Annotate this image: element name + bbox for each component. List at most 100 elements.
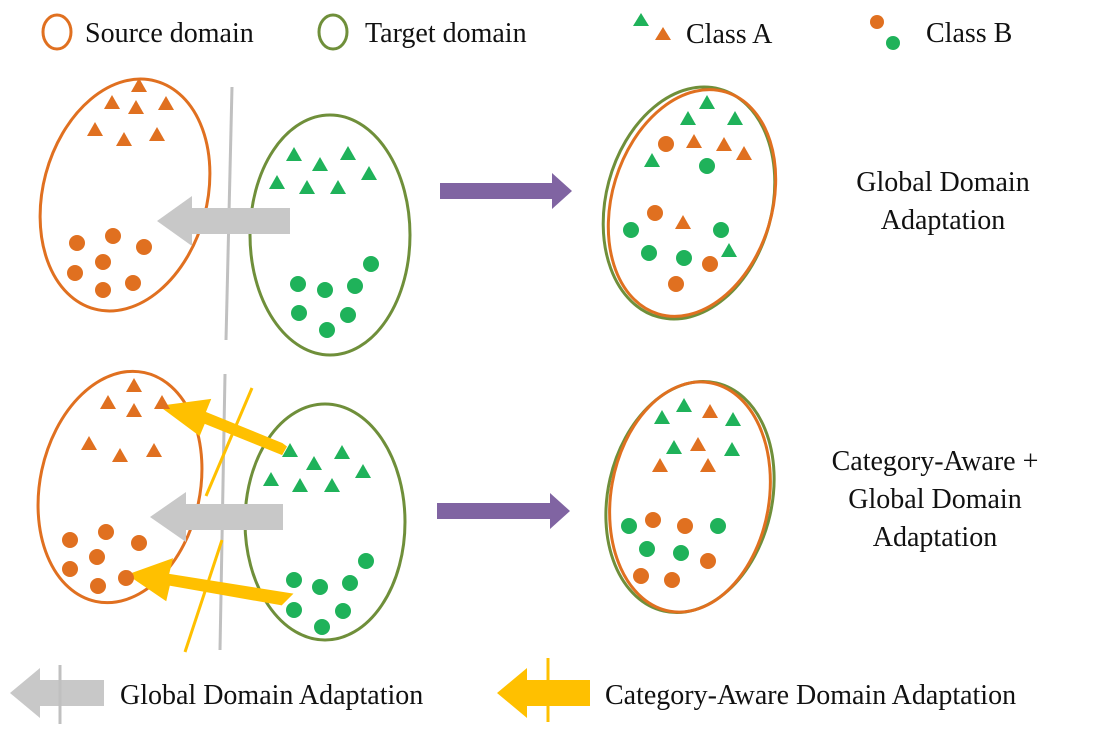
class-a-point xyxy=(154,395,170,409)
class-b-point xyxy=(319,322,335,338)
source-domain-legend-label: Source domain xyxy=(85,18,254,49)
class-a-point xyxy=(286,147,302,161)
global-arrow-legend-icon xyxy=(10,668,104,718)
class-b-point xyxy=(647,205,663,221)
class-b-legend-label: Class B xyxy=(926,18,1012,49)
row-2-result-label-line-3: Adaptation xyxy=(873,522,997,553)
row-2: Category-Aware + Global Domain Adaptatio… xyxy=(36,369,1039,653)
class-b-point xyxy=(335,603,351,619)
class-b-point xyxy=(645,512,661,528)
class-b-point xyxy=(136,239,152,255)
target-class-a-points xyxy=(269,146,377,194)
class-a-point xyxy=(675,215,691,229)
class-a-point xyxy=(312,157,328,171)
class-a-point xyxy=(131,78,147,92)
class-b-point xyxy=(639,541,655,557)
class-a-legend-icon-green xyxy=(633,13,649,26)
class-a-point xyxy=(126,378,142,392)
class-a-point xyxy=(104,95,120,109)
target-class-b-points xyxy=(286,553,374,635)
class-b-point xyxy=(358,553,374,569)
class-b-point xyxy=(95,282,111,298)
adapted-target-ellipse xyxy=(604,380,776,614)
class-a-point xyxy=(676,398,692,412)
class-a-point xyxy=(81,436,97,450)
class-a-point xyxy=(324,478,340,492)
category-boundary-line xyxy=(183,539,224,653)
target-domain-legend-label: Target domain xyxy=(365,18,527,49)
source-class-a-points xyxy=(87,78,174,146)
class-a-point xyxy=(361,166,377,180)
class-a-point xyxy=(727,111,743,125)
class-a-point xyxy=(686,134,702,148)
adapted-points xyxy=(621,398,741,588)
class-a-point xyxy=(724,442,740,456)
class-b-point xyxy=(291,305,307,321)
class-a-point xyxy=(100,395,116,409)
class-b-point xyxy=(95,254,111,270)
source-class-b-points xyxy=(67,228,152,298)
row-2-result-label-line-2: Global Domain xyxy=(848,484,1021,515)
class-b-point xyxy=(118,570,134,586)
global-domain-adaptation-legend-label: Global Domain Adaptation xyxy=(120,680,423,711)
legend: Source domain Target domain Class A Clas… xyxy=(41,13,1012,51)
class-b-point xyxy=(664,572,680,588)
bottom-legend: Global Domain Adaptation Category-Aware … xyxy=(10,658,1016,724)
class-b-point xyxy=(710,518,726,534)
row-2-result-label-line-1: Category-Aware + xyxy=(832,446,1039,477)
class-a-legend-label: Class A xyxy=(686,19,773,50)
class-a-point xyxy=(644,153,660,167)
class-a-point xyxy=(340,146,356,160)
target-domain-ellipse xyxy=(248,113,412,357)
class-b-point xyxy=(312,579,328,595)
target-domain-legend-icon xyxy=(317,13,349,51)
class-a-point xyxy=(149,127,165,141)
class-a-point xyxy=(666,440,682,454)
class-b-legend-icon-orange xyxy=(870,15,884,29)
class-a-point xyxy=(269,175,285,189)
class-a-point xyxy=(680,111,696,125)
source-class-b-points xyxy=(62,524,147,594)
row-1-result-label-line-2: Adaptation xyxy=(881,205,1005,236)
class-a-legend-icon-orange xyxy=(655,27,671,40)
class-a-point xyxy=(725,412,741,426)
class-a-point xyxy=(654,410,670,424)
class-a-point xyxy=(299,180,315,194)
class-a-point xyxy=(721,243,737,257)
class-a-point xyxy=(126,403,142,417)
category-adaptation-arrow xyxy=(127,558,294,606)
class-b-point xyxy=(700,553,716,569)
class-a-point xyxy=(306,456,322,470)
transform-arrow xyxy=(440,173,572,209)
class-b-point xyxy=(342,575,358,591)
class-a-point xyxy=(652,458,668,472)
class-a-point xyxy=(736,146,752,160)
class-b-point xyxy=(658,136,674,152)
class-b-point xyxy=(62,561,78,577)
class-a-point xyxy=(112,448,128,462)
class-b-point xyxy=(131,535,147,551)
class-b-point xyxy=(363,256,379,272)
class-b-point xyxy=(286,572,302,588)
class-b-point xyxy=(340,307,356,323)
class-b-point xyxy=(98,524,114,540)
class-b-point xyxy=(677,518,693,534)
class-b-point xyxy=(713,222,729,238)
class-b-point xyxy=(673,545,689,561)
class-a-point xyxy=(334,445,350,459)
class-a-point xyxy=(128,100,144,114)
class-b-point xyxy=(347,278,363,294)
category-arrow-legend-icon xyxy=(497,668,590,718)
adapted-points xyxy=(623,95,752,292)
class-a-point xyxy=(355,464,371,478)
class-a-point xyxy=(702,404,718,418)
class-b-point xyxy=(621,518,637,534)
class-b-point xyxy=(89,549,105,565)
class-a-point xyxy=(87,122,103,136)
class-b-point xyxy=(90,578,106,594)
class-a-point xyxy=(699,95,715,109)
transform-arrow xyxy=(437,493,570,529)
class-b-point xyxy=(702,256,718,272)
row-1-result-label-line-1: Global Domain xyxy=(856,167,1029,198)
class-b-point xyxy=(67,265,83,281)
